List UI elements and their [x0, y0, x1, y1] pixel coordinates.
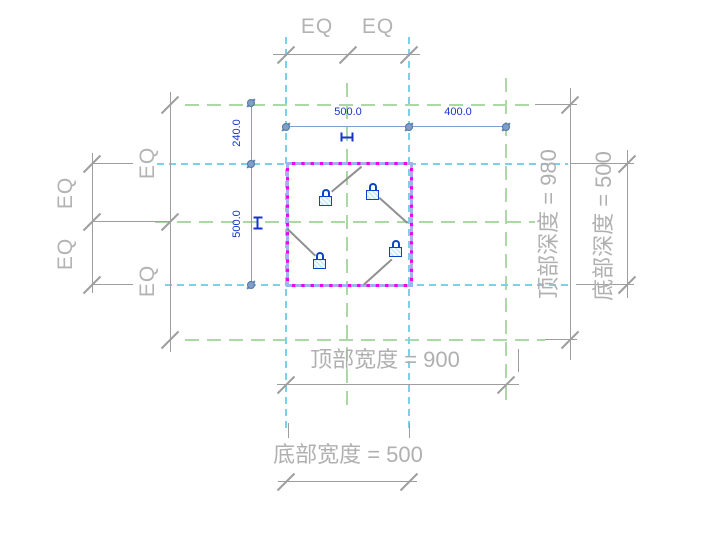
dimension-tick — [399, 472, 419, 492]
dimension-extension-line — [518, 349, 519, 372]
dimension-tick — [276, 472, 296, 492]
reference-line-horizontal-top[interactable] — [185, 104, 537, 106]
dimension-line-bottom-depth[interactable] — [627, 150, 628, 298]
dimension-line-top-width[interactable] — [277, 384, 519, 385]
lock-shackle — [315, 252, 324, 262]
dimension-extension-line — [92, 221, 170, 222]
reference-line-horizontal-bottom[interactable] — [185, 339, 545, 341]
selected-sketch-rectangle[interactable] — [286, 162, 413, 287]
temp-dimension-drag-dot[interactable] — [247, 281, 255, 289]
eq-dimension-line-left-outer[interactable] — [92, 153, 93, 293]
dimension-extension-line — [92, 284, 133, 285]
dimension-extension-line — [571, 163, 634, 164]
temp-dimension-drag-dot[interactable] — [282, 123, 290, 131]
temp-dimension-drag-dot[interactable] — [247, 160, 255, 168]
dimension-extension-line — [92, 163, 133, 164]
temp-dimension-drag-dot[interactable] — [405, 123, 413, 131]
dimension-label-top-depth[interactable]: 顶部深度 = 980 — [536, 149, 561, 299]
temp-dimension-value[interactable]: 400.0 — [444, 106, 472, 118]
lock-body — [366, 190, 379, 200]
reference-line-vertical-right[interactable] — [505, 78, 507, 405]
temp-dimension-value[interactable]: 240.0 — [231, 119, 243, 147]
temp-dimension-value[interactable]: 500.0 — [334, 106, 362, 118]
dimension-extension-line — [545, 339, 577, 340]
lock-body — [389, 247, 402, 257]
dimension-label-top-width[interactable]: 顶部宽度 = 900 — [310, 347, 460, 372]
lock-shackle — [368, 183, 377, 193]
eq-label[interactable]: EQ — [361, 15, 395, 38]
dimension-extension-line — [535, 104, 577, 105]
eq-label[interactable]: EQ — [300, 15, 334, 38]
eq-label[interactable]: EQ — [54, 176, 77, 210]
dimension-extension-line — [288, 423, 289, 438]
dimension-style-toggle-icon[interactable] — [340, 132, 354, 142]
dimension-tick — [338, 45, 358, 65]
lock-body — [319, 196, 332, 206]
lock-icon[interactable] — [389, 240, 403, 257]
lock-icon[interactable] — [319, 189, 333, 206]
temp-dimension-drag-dot[interactable] — [247, 99, 255, 107]
reference-line-horizontal-center[interactable] — [155, 221, 535, 223]
reference-plane-vertical-right[interactable] — [408, 37, 410, 428]
temp-dimension-line-vertical[interactable] — [251, 103, 252, 285]
eq-label[interactable]: EQ — [136, 146, 159, 180]
temp-dimension-value[interactable]: 500.0 — [231, 210, 243, 238]
dimension-style-toggle-icon[interactable] — [253, 216, 263, 230]
dimension-extension-line — [576, 284, 634, 285]
reference-line-vertical-center[interactable] — [346, 83, 348, 412]
dimension-line-bottom-width[interactable] — [278, 481, 417, 482]
dimension-label-bottom-width[interactable]: 底部宽度 = 500 — [273, 442, 423, 467]
eq-label[interactable]: EQ — [54, 237, 77, 271]
lock-shackle — [321, 189, 330, 199]
dimension-extension-line — [409, 423, 410, 438]
dimension-line-top-depth[interactable] — [570, 88, 571, 360]
lock-shackle — [391, 240, 400, 250]
eq-label[interactable]: EQ — [136, 264, 159, 298]
temp-dimension-line-horizontal[interactable] — [286, 126, 507, 127]
lock-icon[interactable] — [366, 183, 380, 200]
lock-icon[interactable] — [313, 252, 327, 269]
dimension-label-bottom-depth[interactable]: 底部深度 = 500 — [591, 151, 616, 301]
temp-dimension-drag-dot[interactable] — [502, 123, 510, 131]
lock-body — [313, 259, 326, 269]
